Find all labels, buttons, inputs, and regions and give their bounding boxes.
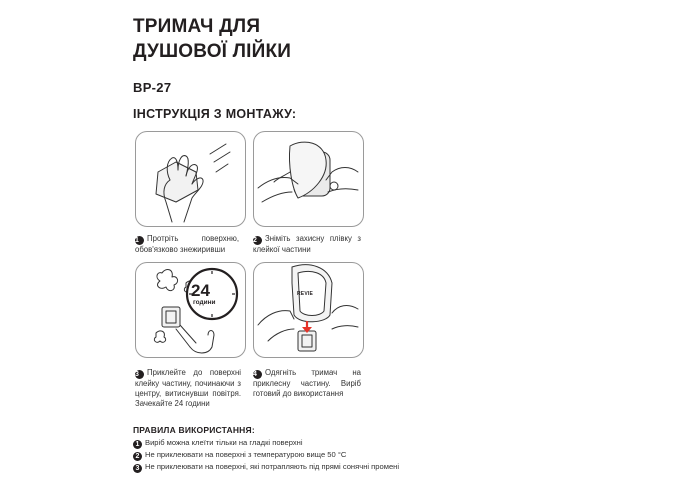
title-line-2: ДУШОВОЇ ЛІЙКИ [133, 41, 292, 62]
step-1-illustration [135, 131, 246, 227]
step-2-illustration [253, 131, 364, 227]
clock-icon [185, 267, 239, 321]
rule-text: Не приклеювати на поверхні, які потрапля… [145, 462, 400, 471]
step-4-text: Одягніть тримач на приклесну частину. Ви… [253, 368, 361, 398]
install-heading: ІНСТРУКЦІЯ З МОНТАЖУ: [133, 107, 297, 121]
rule-text: Не приклеювати на поверхні з температуро… [145, 450, 347, 459]
step-2-text: Зніміть захисну плівку з клейкої частини [253, 234, 361, 254]
peel-film-icon [257, 141, 359, 203]
step-number-badge: 4 [253, 370, 262, 379]
step-3-text: Приклейте до поверхні клейку частину, по… [135, 368, 241, 408]
step-number-badge: 2 [253, 236, 262, 245]
page-title: ТРИМАЧ ДЛЯ ДУШОВОЇ ЛІЙКИ [133, 14, 393, 64]
step-4-illustration [253, 262, 364, 358]
timer-number: 24 [191, 281, 210, 300]
brand-logo: REVIE [297, 291, 314, 297]
timer-unit: години [193, 299, 216, 306]
step-1-text: Протріть поверхню, обов'язково знежиривш… [135, 234, 239, 254]
rule-number-badge: 3 [133, 464, 142, 473]
wipe-surface-icon [155, 143, 231, 223]
attach-holder-icon [257, 264, 359, 352]
rules-heading: ПРАВИЛА ВИКОРИСТАННЯ: [133, 425, 255, 435]
down-arrow-icon [302, 327, 312, 333]
step-number-badge: 1 [135, 236, 144, 245]
step-number-badge: 3 [135, 370, 144, 379]
rule-number-badge: 2 [133, 452, 142, 461]
rule-number-badge: 1 [133, 440, 142, 449]
model-number: BP-27 [133, 80, 172, 95]
rule-text: Виріб можна клеїти тільки на гладкі пове… [145, 438, 303, 447]
title-line-1: ТРИМАЧ ДЛЯ [133, 16, 261, 37]
